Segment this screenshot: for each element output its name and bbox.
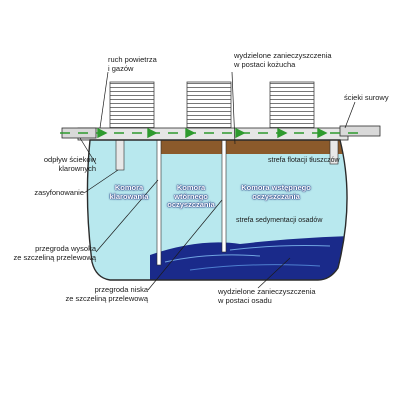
- riser-middle: [186, 81, 232, 129]
- flow-arrowhead-6: [317, 127, 328, 139]
- label-high-partition: przegroda wysoka ze szczeliną przelewową: [13, 244, 96, 262]
- leader-partition-low: [147, 199, 223, 291]
- flow-arrowhead-5: [277, 127, 288, 139]
- sludge-layer: [150, 236, 348, 280]
- tank-lid: [77, 127, 349, 141]
- label-air-gas-flow: ruch powietrza i gazów: [108, 55, 157, 73]
- tank-contents: [87, 140, 348, 280]
- riser-left: [109, 81, 155, 129]
- chamber-primary-title: Komora wstępnego oczyszczania: [241, 183, 311, 201]
- chamber-clarification-title: Komora klarowania: [109, 183, 149, 201]
- air-flow-arrows: [60, 127, 360, 139]
- leader-partition-high: [95, 179, 159, 253]
- tank-outline: [86, 139, 348, 281]
- partition-low: [221, 140, 227, 253]
- leader-scum: [231, 71, 236, 145]
- label-raw-sewage: ścieki surowy: [344, 93, 389, 102]
- leader-lines: [79, 71, 356, 291]
- leader-outlet: [79, 137, 97, 165]
- siphon-pipe: [115, 140, 125, 171]
- chamber-secondary-title: Komora wtórnego oczyszczania: [167, 183, 215, 209]
- partition-high: [156, 140, 162, 266]
- manhole-risers: [109, 81, 315, 129]
- label-low-partition: przegroda niska ze szczeliną przelewową: [65, 285, 148, 303]
- flow-arrowhead-1: [97, 127, 108, 139]
- flow-arrowhead-3: [185, 127, 196, 139]
- flow-arrowhead-4: [235, 127, 246, 139]
- label-scum-pollutants: wydzielone zanieczyszczenia w postaci ko…: [234, 51, 332, 69]
- flow-arrowhead-2: [147, 127, 158, 139]
- zone-fat-flotation: strefa flotacji tłuszczów: [268, 157, 340, 164]
- zone-sedimentation: strefa sedymentacji osadów: [236, 217, 323, 224]
- sludge-streak-3: [189, 264, 321, 271]
- riser-right: [269, 81, 315, 129]
- scum-layer: [160, 140, 345, 154]
- leader-inlet: [344, 101, 356, 129]
- leader-air: [99, 71, 109, 129]
- label-clarified-outflow: odpływ ścieków klarownych: [43, 155, 96, 173]
- sludge-streak-2: [229, 245, 331, 251]
- label-siphon: zasyfonowanie: [34, 188, 84, 197]
- leader-sludge: [257, 257, 291, 289]
- sludge-streak-1: [164, 254, 261, 263]
- label-sludge-pollutants: wydzielone zanieczyszczenia w postaci os…: [218, 287, 316, 305]
- inlet-pipe: [339, 125, 381, 137]
- inlet-downpipe: [329, 140, 339, 165]
- leader-siphon: [83, 169, 119, 194]
